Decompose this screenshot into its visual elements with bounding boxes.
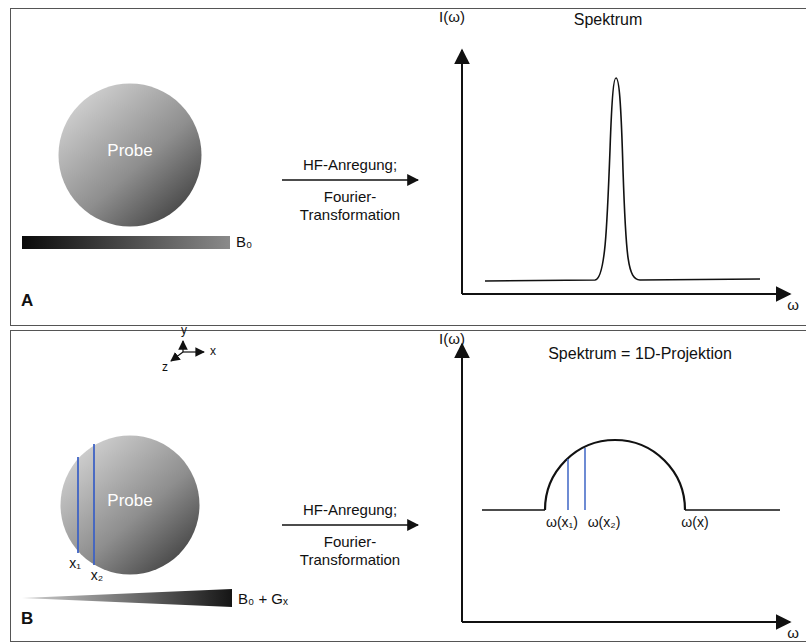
field-bar (22, 236, 230, 249)
slice-line (77, 457, 79, 553)
sample-sphere: Probe (60, 435, 200, 575)
sphere-label: Probe (107, 491, 152, 511)
y-axis (461, 344, 463, 622)
text-label: Spektrum (574, 10, 642, 29)
panel-letter: B (21, 609, 33, 629)
panel-letter: A (21, 291, 33, 311)
sphere-label: Probe (107, 141, 152, 161)
process-arrow (282, 179, 418, 181)
panel-frame: A Probe (10, 8, 806, 326)
spectrum-peak (485, 78, 760, 281)
slice-line (93, 444, 95, 565)
text-label: ω(x₂) (588, 514, 621, 531)
text-label: B₀ + Gₓ (238, 590, 288, 608)
text-label: I(ω) (439, 8, 465, 26)
baseline (685, 509, 780, 510)
slice-line (584, 448, 586, 510)
text-label: Fourier-Transformation (294, 188, 406, 224)
text-label: ω(x₁) (546, 514, 578, 531)
text-label: HF-Anregung; (303, 156, 397, 174)
projection-arc (545, 440, 685, 510)
text-label: Fourier-Transformation (294, 533, 406, 569)
process-arrow (282, 524, 418, 526)
panel-frame: B Probe (10, 330, 806, 642)
text-label: ω(x) (681, 514, 708, 531)
x-axis (462, 293, 790, 295)
slice-line (567, 459, 569, 510)
text-label: I(ω) (439, 330, 465, 348)
text-label: ω (787, 624, 799, 642)
text-label: x (210, 344, 216, 358)
baseline (482, 509, 545, 510)
text-label: x₂ (91, 567, 103, 584)
text-label: x₁ (69, 555, 81, 572)
text-label: z (162, 360, 168, 374)
text-label: y (181, 323, 187, 337)
y-axis (461, 50, 463, 294)
text-label: B₀ (236, 233, 252, 251)
text-label: ω (787, 296, 799, 314)
axes-icon (171, 341, 204, 361)
x-axis (462, 621, 790, 623)
sample-sphere: Probe (58, 83, 202, 227)
text-label: Spektrum = 1D-Projektion (548, 344, 732, 363)
text-label: HF-Anregung; (303, 501, 397, 519)
gradient-wedge (22, 589, 232, 607)
